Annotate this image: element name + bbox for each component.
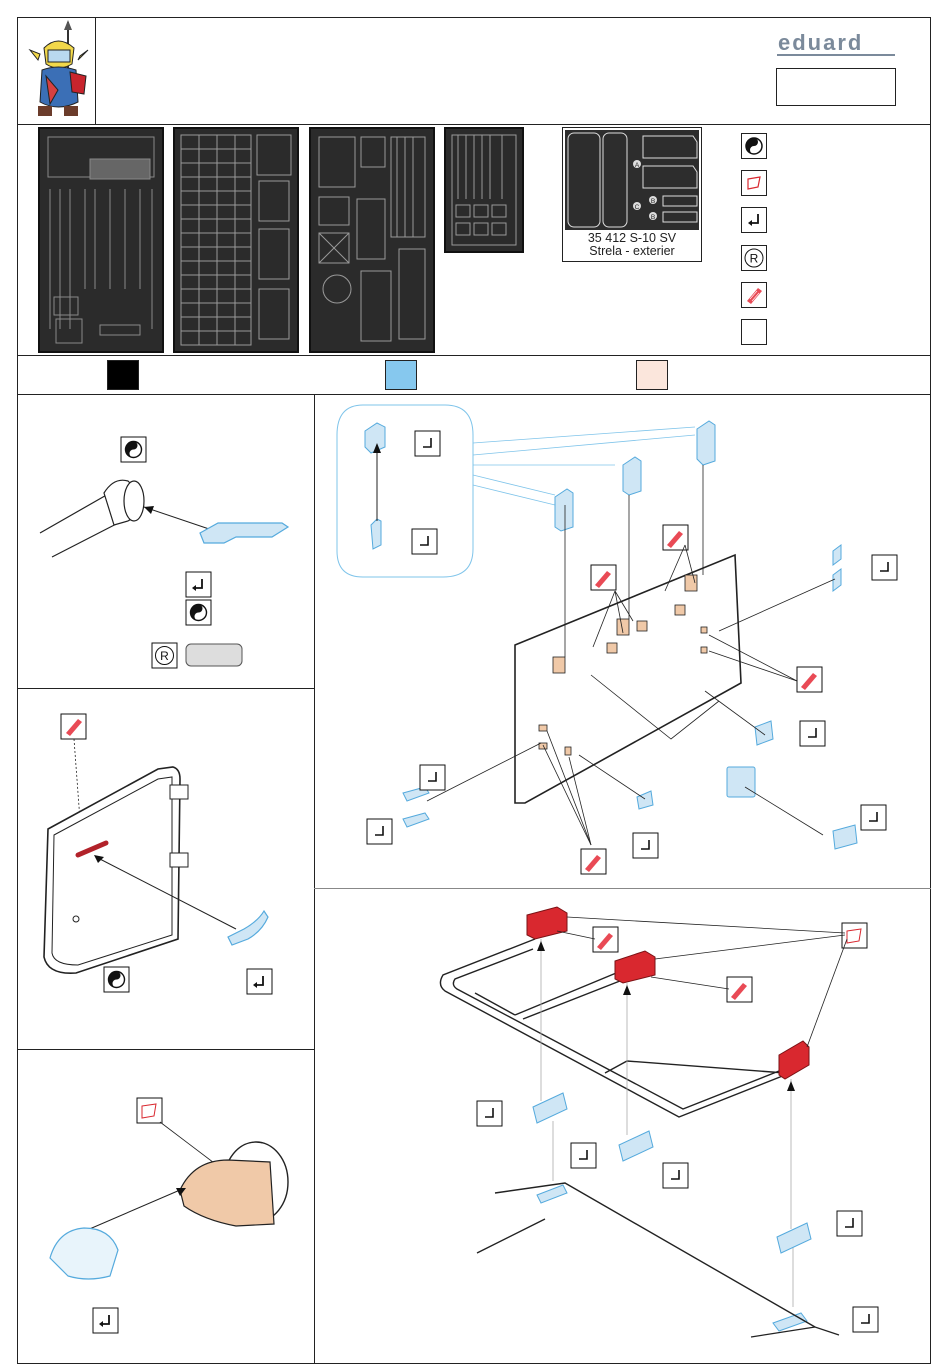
knight-logo [24, 20, 92, 120]
step5-paint-icons [842, 923, 867, 948]
step2-glue-icon [247, 969, 272, 994]
hatch-door [44, 767, 180, 973]
step1-plastic-part [186, 644, 242, 666]
clear-part [50, 1228, 118, 1279]
swatch-flesh [636, 360, 668, 390]
step1-bend-icon-2 [186, 600, 211, 625]
plastic-cut-icon [741, 282, 767, 308]
barrel-tube [40, 480, 144, 557]
step1-diagram: R [18, 395, 313, 687]
svg-text:R: R [750, 252, 759, 266]
mask-callout-c: C [635, 204, 640, 211]
header-bottom-rule [17, 124, 931, 125]
fret-1 [38, 127, 164, 353]
mask-callout-a: A [635, 162, 640, 169]
paint-icon [741, 170, 767, 196]
blank-icon [741, 319, 767, 345]
step2-diagram [18, 689, 313, 1048]
step1-replace-icon: R [152, 643, 177, 668]
replace-icon: R [741, 245, 767, 271]
mask-callout-b2: B [651, 214, 655, 221]
step4-glue-glyphs [315, 395, 930, 887]
frets-bottom-rule [17, 355, 931, 356]
step3-glue-icon [93, 1308, 118, 1333]
header-divider [95, 17, 96, 124]
rail-frame [440, 939, 785, 1117]
mask-sheet-caption: 35 412 S-10 SV Strela - exterier [565, 232, 699, 258]
svg-text:R: R [160, 649, 169, 663]
swatch-light-blue [385, 360, 417, 390]
mask-callout-b1: B [651, 198, 655, 205]
bend-icon [741, 133, 767, 159]
hull-edge [477, 1183, 815, 1327]
brand-logo: eduard [778, 30, 863, 56]
kit-number-box [776, 68, 896, 106]
bracket-part [200, 523, 288, 543]
step3-diagram [18, 1050, 313, 1363]
step5-diagram [315, 889, 930, 1363]
step1-bend-icon [121, 437, 146, 462]
swatch-black [107, 360, 139, 390]
glue-icon [741, 207, 767, 233]
fret-3 [309, 127, 435, 353]
step5-glue-icons [477, 1101, 878, 1332]
tan-cover [180, 1160, 274, 1226]
brand-underline [777, 54, 895, 56]
step1-glue-icon [186, 572, 211, 597]
fret-2 [173, 127, 299, 353]
fret-4 [444, 127, 524, 253]
step3-paint-icon [137, 1098, 162, 1123]
step2-plastic-cut-icon [61, 714, 86, 739]
mask-sheet-name: Strela - exterier [565, 245, 699, 258]
step2-bend-icon [104, 967, 129, 992]
